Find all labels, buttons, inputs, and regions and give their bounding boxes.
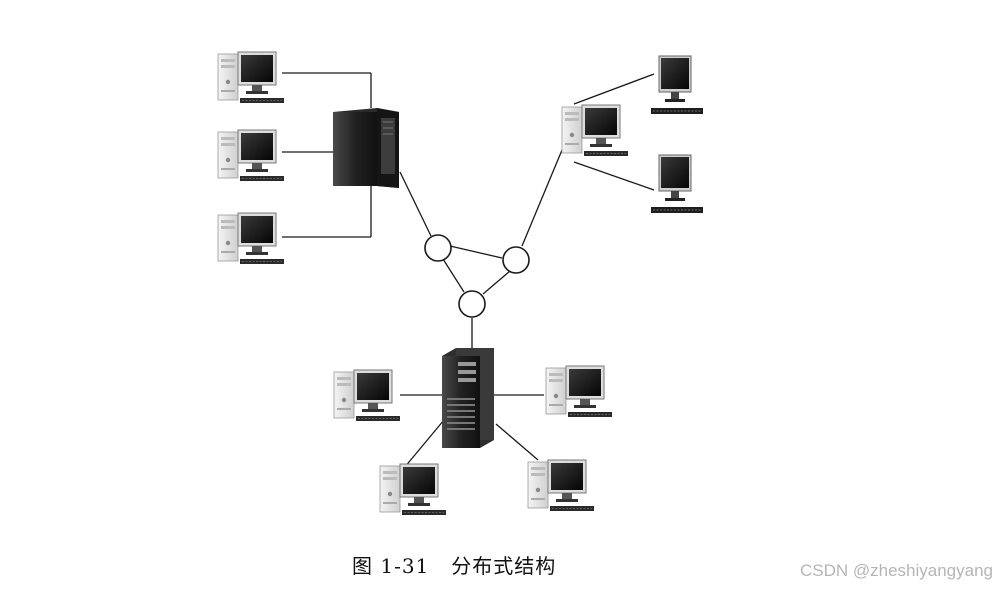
network-node	[458, 290, 486, 318]
server-icon	[333, 108, 399, 188]
watermark: CSDN @zheshiyangyang	[799, 561, 993, 580]
network-node	[502, 246, 530, 274]
figure-title: 分布式结构	[451, 554, 557, 578]
connection-lines	[282, 72, 655, 469]
network-node	[424, 234, 452, 262]
desktop-pc-icon	[217, 129, 285, 182]
desktop-pc-icon	[217, 212, 285, 265]
desktop-pc-icon	[545, 365, 613, 418]
desktop-pc-icon	[379, 463, 447, 516]
server-icon	[442, 348, 494, 448]
figure-number: 图 1-31	[352, 554, 430, 578]
desktop-pc-icon	[527, 459, 595, 512]
host-pc-icon	[561, 104, 629, 157]
terminal-icon	[650, 154, 704, 214]
desktop-pc-icon	[217, 51, 285, 104]
desktop-pc-icon	[333, 369, 401, 422]
terminal-icon	[650, 55, 704, 115]
network-nodes	[424, 234, 530, 318]
figure-caption: 图 1-31 分布式结构	[352, 550, 556, 579]
